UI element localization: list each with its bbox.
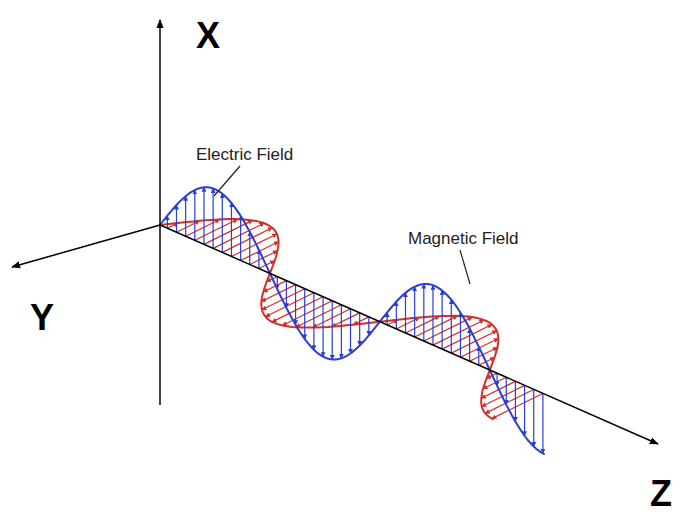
field-vector bbox=[295, 285, 296, 325]
field-vector bbox=[296, 305, 341, 327]
field-vector bbox=[194, 190, 195, 240]
field-vector bbox=[492, 393, 543, 418]
field-vector bbox=[359, 313, 360, 346]
field-vector bbox=[368, 317, 369, 336]
field-vector bbox=[332, 301, 333, 360]
field-vector bbox=[249, 232, 250, 265]
field-vector bbox=[231, 203, 232, 256]
field-vector bbox=[469, 329, 470, 362]
field-vector bbox=[262, 289, 305, 310]
field-vector bbox=[460, 313, 461, 358]
field-vector bbox=[451, 331, 496, 353]
field-vector bbox=[442, 290, 443, 349]
callout-label: Magnetic Field bbox=[408, 229, 519, 249]
field-vector bbox=[350, 309, 351, 354]
field-vector bbox=[185, 196, 186, 236]
field-vector bbox=[222, 194, 223, 253]
field-vector bbox=[322, 297, 323, 357]
field-vector bbox=[213, 188, 214, 248]
field-vector bbox=[313, 293, 314, 350]
field-vector bbox=[286, 281, 287, 308]
field-vector bbox=[515, 381, 516, 421]
field-vector bbox=[482, 385, 525, 406]
field-vector bbox=[506, 377, 507, 404]
field-vector bbox=[423, 284, 424, 341]
leader-line bbox=[214, 166, 240, 196]
field-vector bbox=[405, 293, 406, 333]
y-axis bbox=[12, 225, 160, 267]
callout-label: Electric Field bbox=[196, 145, 293, 165]
electric-vectors bbox=[167, 187, 543, 453]
magnetic-wave bbox=[160, 219, 498, 419]
magnetic-vectors bbox=[167, 219, 543, 418]
field-vector bbox=[341, 305, 342, 358]
z-axis bbox=[160, 225, 658, 444]
field-vector bbox=[304, 289, 305, 339]
axis-label: X bbox=[196, 16, 220, 56]
field-vector bbox=[414, 287, 415, 337]
field-vector bbox=[203, 187, 204, 244]
axis-label: Y bbox=[30, 298, 54, 338]
electric-wave bbox=[160, 187, 545, 454]
field-vector bbox=[231, 234, 276, 256]
field-vector bbox=[432, 285, 433, 345]
axis-label: Z bbox=[650, 474, 672, 514]
x-axis bbox=[159, 20, 161, 405]
field-vector bbox=[176, 205, 177, 232]
field-vector bbox=[542, 393, 543, 453]
field-vector bbox=[451, 300, 452, 353]
field-vector bbox=[240, 216, 241, 261]
field-vector bbox=[396, 302, 397, 329]
field-vector bbox=[533, 389, 534, 446]
leader-line bbox=[460, 250, 470, 284]
field-vector bbox=[524, 385, 525, 435]
